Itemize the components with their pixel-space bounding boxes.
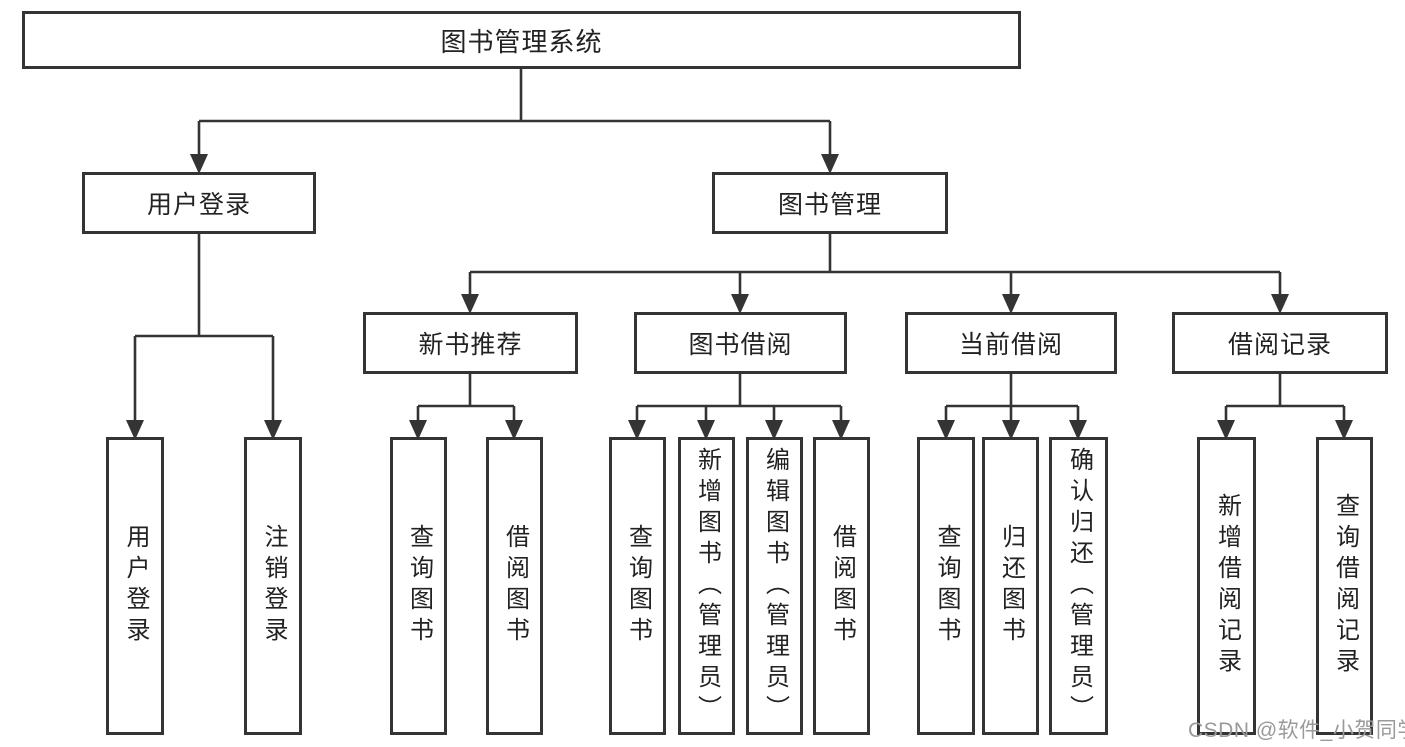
node-book-management: 图书管理	[712, 172, 948, 234]
node-book-borrowing: 图书借阅	[634, 312, 847, 374]
watermark-text: CSDN @软件_小贺同学	[1188, 719, 1405, 742]
node-leaf-add-book-admin: 新增图书（管理员）	[678, 437, 735, 735]
node-leaf-query-books-borrowing: 查询图书	[609, 437, 666, 735]
node-user-login: 用户登录	[82, 172, 316, 234]
node-leaf-edit-book-admin: 编辑图书（管理员）	[746, 437, 803, 735]
node-leaf-query-books-current: 查询图书	[917, 437, 975, 735]
node-leaf-user-login: 用户登录	[106, 437, 164, 735]
node-borrowing-records: 借阅记录	[1172, 312, 1388, 374]
node-leaf-borrow-books-recommend: 借阅图书	[486, 437, 543, 735]
node-leaf-borrow-books-borrowing: 借阅图书	[813, 437, 870, 735]
node-new-book-recommendation: 新书推荐	[363, 312, 578, 374]
node-library-system: 图书管理系统	[22, 11, 1021, 69]
node-leaf-query-borrow-record: 查询借阅记录	[1316, 437, 1373, 735]
node-leaf-confirm-return-admin: 确认归还（管理员）	[1049, 437, 1108, 735]
node-leaf-query-books-recommend: 查询图书	[390, 437, 447, 735]
node-current-borrowing: 当前借阅	[905, 312, 1117, 374]
node-leaf-add-borrow-record: 新增借阅记录	[1197, 437, 1256, 735]
node-leaf-logout: 注销登录	[244, 437, 302, 735]
node-leaf-return-book: 归还图书	[982, 437, 1039, 735]
